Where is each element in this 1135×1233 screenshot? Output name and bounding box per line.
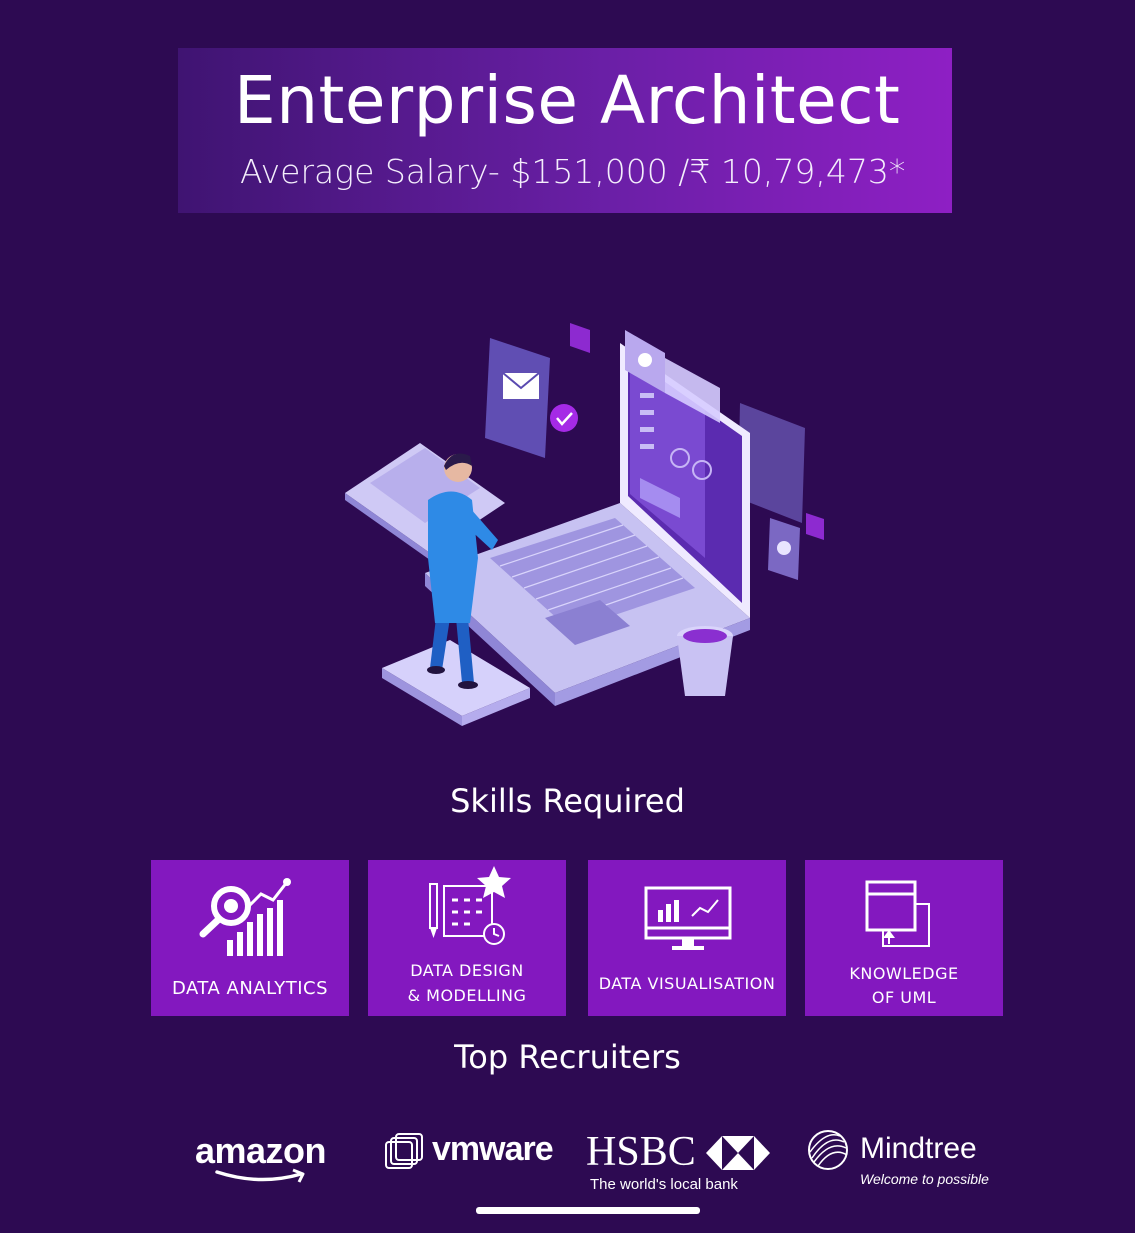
skill-label-line2: OF UML (871, 988, 937, 1007)
skill-label-line1: KNOWLEDGE (849, 964, 959, 983)
skill-label: DATA VISUALISATION (598, 974, 776, 993)
mindtree-globe-icon (808, 1130, 848, 1170)
skill-card-knowledge-uml: KNOWLEDGE OF UML (805, 860, 1003, 1016)
skill-label-line1: DATA DESIGN (410, 961, 524, 980)
salary-subtitle: Average Salary- $151,000 /₹ 10,79,473* (240, 152, 906, 191)
architect-laptop-illustration (345, 323, 824, 726)
amazon-smile-icon (215, 1168, 305, 1183)
home-indicator-bar (476, 1207, 700, 1214)
skills-heading: Skills Required (450, 782, 685, 820)
analytics-magnifier-chart-icon (199, 878, 291, 956)
vmware-logo: vmware (384, 1130, 559, 1174)
vmware-squares-icon (385, 1133, 423, 1169)
skill-label: DATA ANALYTICS (171, 978, 329, 999)
skill-card-data-visualisation: DATA VISUALISATION (588, 860, 786, 1016)
hsbc-logo: HSBC The world's local bank (586, 1128, 776, 1196)
design-checklist-star-icon (429, 866, 511, 945)
skill-card-data-design: DATA DESIGN & MODELLING (368, 860, 566, 1016)
monitor-chart-icon (644, 886, 732, 950)
recruiters-heading: Top Recruiters (454, 1038, 681, 1076)
page-title: Enterprise Architect (234, 62, 901, 139)
header-banner (178, 48, 952, 213)
hsbc-hexagon-icon (706, 1136, 770, 1170)
skill-label-line2: & MODELLING (407, 986, 527, 1005)
skill-card-data-analytics: DATA ANALYTICS (151, 860, 349, 1016)
amazon-logo: amazon (195, 1130, 345, 1186)
uml-diagram-icon (865, 880, 930, 947)
mindtree-logo: Mindtree Welcome to possible (806, 1128, 1006, 1192)
